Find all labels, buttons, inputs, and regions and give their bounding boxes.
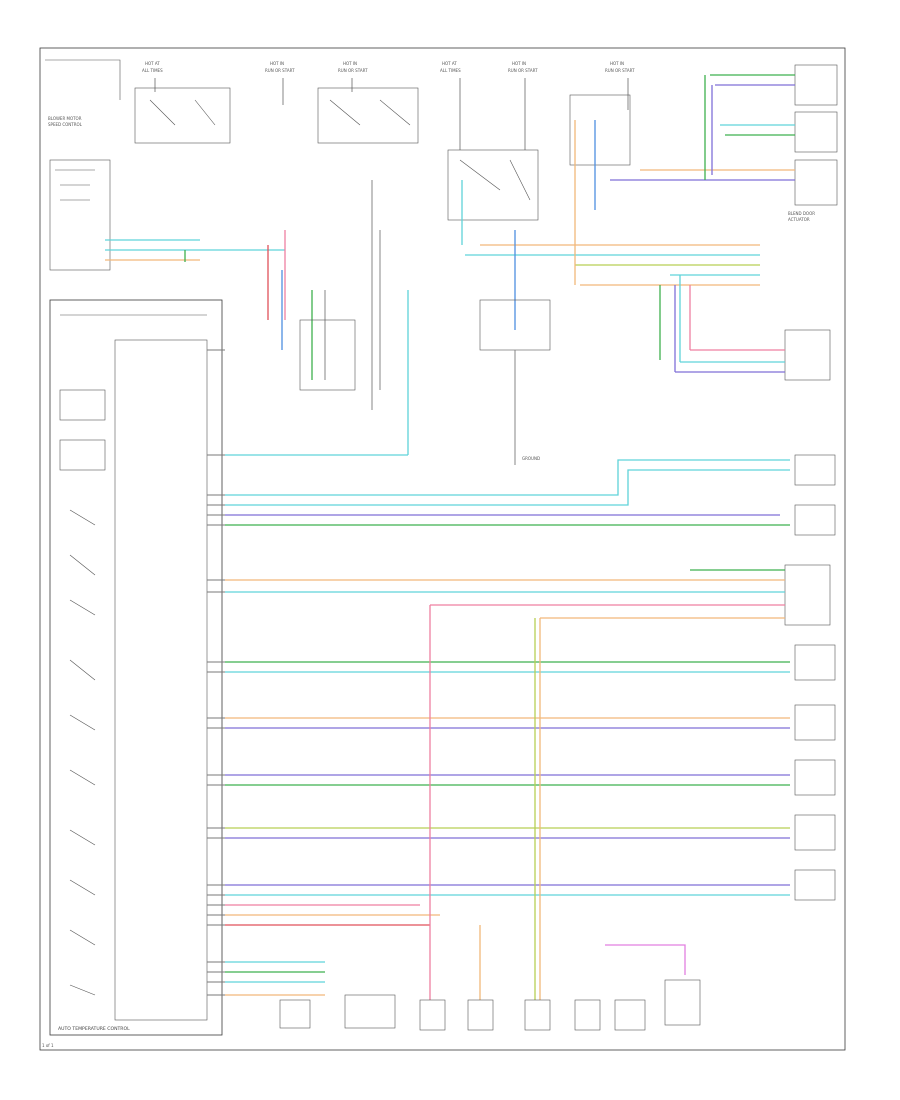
control-module <box>49 299 225 1036</box>
footer-module-label: AUTO TEMPERATURE CONTROL <box>58 1026 130 1032</box>
diagram-frame <box>39 47 846 1051</box>
relay-box-4 <box>569 94 631 166</box>
power-feed-3: HOT IN RUN OR START <box>338 61 368 92</box>
svg-text:RUN OR START: RUN OR START <box>508 68 538 73</box>
right-mid-connector <box>784 329 831 381</box>
bottom-components <box>279 979 701 1031</box>
svg-text:RUN OR START: RUN OR START <box>605 68 635 73</box>
module-pins <box>207 349 225 996</box>
power-feed-5: HOT IN RUN OR START <box>508 61 538 150</box>
actuator-2-connector <box>794 704 836 741</box>
svg-text:BLOWER MOTOR: BLOWER MOTOR <box>48 116 82 121</box>
svg-text:GROUND: GROUND <box>522 456 540 461</box>
svg-text:HOT AT: HOT AT <box>442 61 457 66</box>
svg-text:HOT IN: HOT IN <box>610 61 624 66</box>
actuator-3-connector <box>794 759 836 796</box>
top-section: HOT AT ALL TIMES HOT IN RUN OR START HOT… <box>45 59 838 465</box>
actuator-4-connector <box>794 814 836 851</box>
relay-box-1 <box>134 87 231 144</box>
power-feed-2: HOT IN RUN OR START <box>265 61 295 105</box>
power-feed-6: HOT IN RUN OR START <box>605 61 635 110</box>
svg-text:ACTUATOR: ACTUATOR <box>788 217 810 222</box>
svg-text:ALL TIMES: ALL TIMES <box>142 68 163 73</box>
svg-text:HOT IN: HOT IN <box>343 61 357 66</box>
top-right-connectors: BLEND DOOR ACTUATOR <box>788 64 838 222</box>
ambient-sensor-connector <box>794 454 836 486</box>
svg-text:SPEED CONTROL: SPEED CONTROL <box>48 122 83 127</box>
actuator-1-connector <box>794 644 836 681</box>
page-corner-label: 1 of 1 <box>42 1043 54 1048</box>
relay-box-2 <box>317 87 419 144</box>
relay-box-3 <box>447 149 539 221</box>
module-sensor-a <box>299 319 356 391</box>
power-feed-1: HOT AT ALL TIMES <box>142 61 163 92</box>
svg-text:RUN OR START: RUN OR START <box>338 68 368 73</box>
blower-motor-connector <box>784 564 831 626</box>
svg-text:RUN OR START: RUN OR START <box>265 68 295 73</box>
svg-text:BLEND DOOR: BLEND DOOR <box>788 211 815 216</box>
svg-text:HOT IN: HOT IN <box>512 61 526 66</box>
signal-wires <box>225 454 836 1000</box>
module-switches <box>59 389 106 996</box>
cabin-sensor-connector <box>794 504 836 536</box>
svg-text:HOT AT: HOT AT <box>145 61 160 66</box>
svg-text:ALL TIMES: ALL TIMES <box>440 68 461 73</box>
power-feed-4: HOT AT ALL TIMES <box>440 61 461 150</box>
top-left-sensor-box <box>49 159 111 271</box>
svg-text:HOT IN: HOT IN <box>270 61 284 66</box>
recirc-connector <box>794 869 836 901</box>
